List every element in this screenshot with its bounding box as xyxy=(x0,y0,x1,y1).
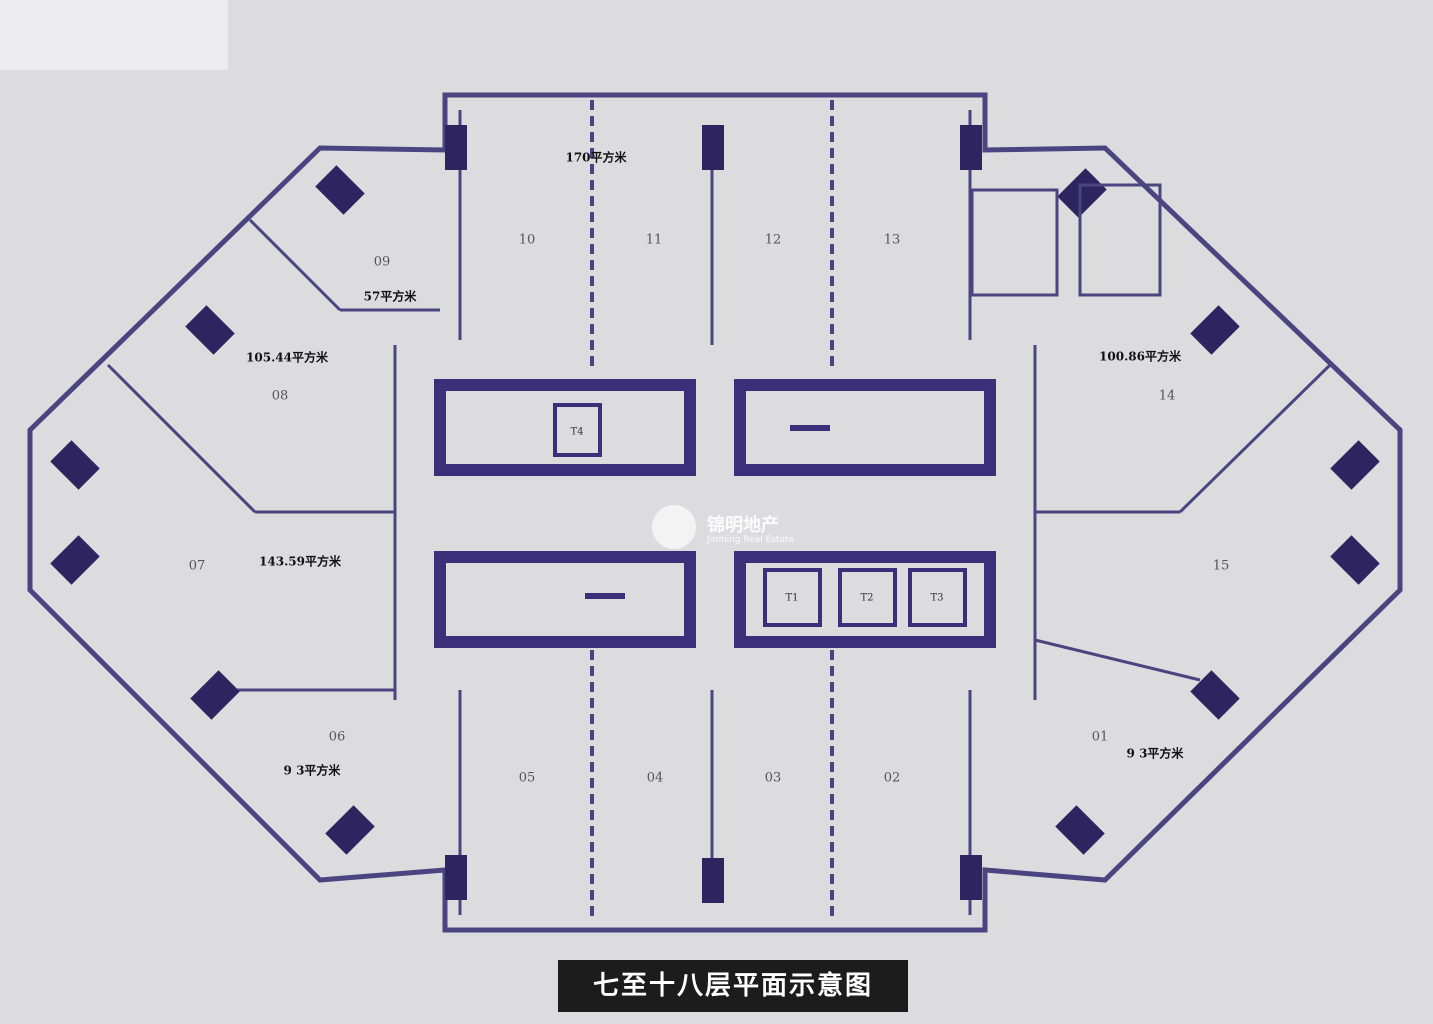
columns xyxy=(50,125,1380,903)
unit-11-area: 170平方米 xyxy=(565,150,627,165)
unit-06-label: 06 xyxy=(328,729,346,745)
restrooms xyxy=(970,183,1162,297)
unit-04-label: 04 xyxy=(646,770,664,786)
watermark-en: Jinming Real Estate xyxy=(707,535,795,545)
watermark-logo-icon xyxy=(652,505,696,549)
core-bottom-left xyxy=(434,551,696,648)
dashed-partitions xyxy=(590,100,834,920)
unit-14-area: 100.86平方米 xyxy=(1099,349,1181,364)
unit-10-label: 10 xyxy=(518,232,536,248)
unit-08-area: 105.44平方米 xyxy=(246,350,328,365)
unit-12-label: 12 xyxy=(764,232,782,248)
elevator-cars xyxy=(553,403,967,627)
elevator-t1: T1 xyxy=(785,592,799,604)
unit-05-label: 05 xyxy=(518,770,536,786)
elevator-t4: T4 xyxy=(570,426,584,438)
watermark-cn: 锦明地产 xyxy=(707,515,779,536)
unit-06-area: 9 3平方米 xyxy=(283,763,341,778)
unit-09-area: 57平方米 xyxy=(363,289,417,304)
unit-01-area: 9 3平方米 xyxy=(1126,746,1184,761)
core-top-left xyxy=(434,379,696,476)
unit-15-label: 15 xyxy=(1212,558,1230,574)
unit-03-label: 03 xyxy=(764,770,782,786)
core-bottom-right xyxy=(734,551,996,648)
core-top-right xyxy=(734,379,996,476)
unit-08-label: 08 xyxy=(271,388,289,404)
elevator-t2: T2 xyxy=(860,592,874,604)
unit-07-area: 143.59平方米 xyxy=(259,554,341,569)
elevator-t3: T3 xyxy=(930,592,944,604)
unit-14-label: 14 xyxy=(1158,388,1176,404)
unit-13-label: 13 xyxy=(883,232,901,248)
scan-patch xyxy=(0,0,228,70)
plan-title: 七至十八层平面示意图 xyxy=(558,960,908,1012)
unit-09-label: 09 xyxy=(373,254,391,270)
unit-11-label: 11 xyxy=(645,232,663,248)
unit-07-label: 07 xyxy=(188,558,206,574)
core xyxy=(434,379,996,648)
unit-01-label: 01 xyxy=(1091,729,1109,745)
unit-02-label: 02 xyxy=(883,770,901,786)
outer-wall xyxy=(27,92,1403,933)
